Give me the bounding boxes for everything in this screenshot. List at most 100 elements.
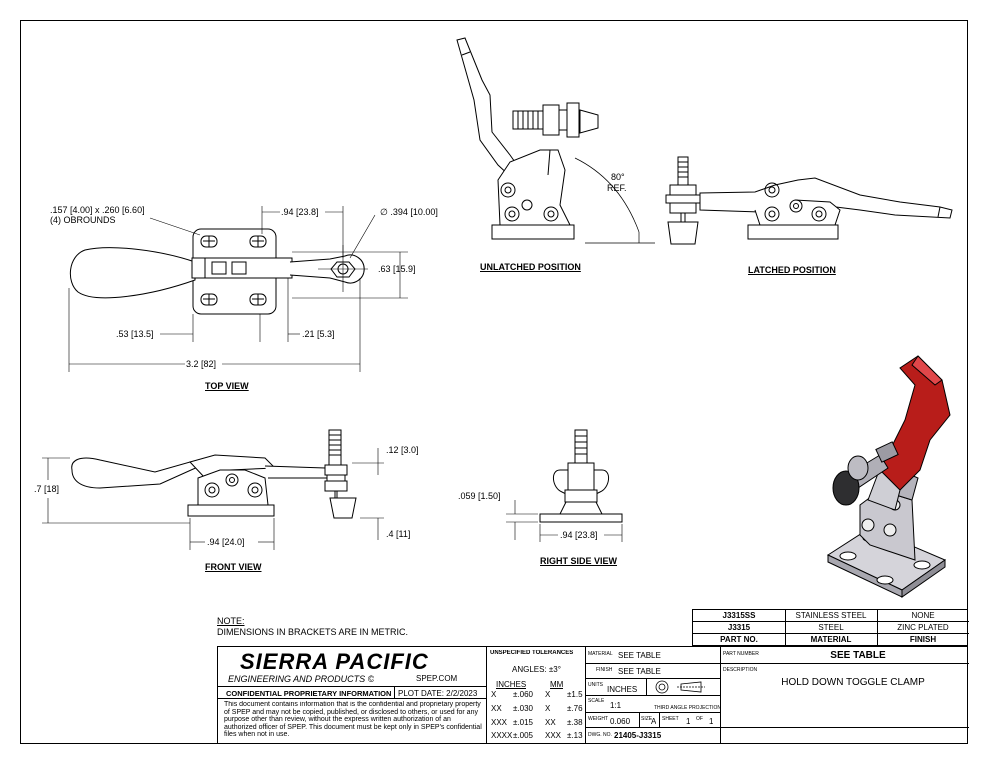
tol-row-1: X ±.060 X ±1.5: [491, 690, 583, 699]
company-website: SPEP.COM: [416, 674, 458, 683]
top-view-drawing: [69, 228, 365, 315]
part-row-1-material: STAINLESS STEEL: [795, 611, 867, 620]
projection-symbol-icon: [653, 679, 713, 695]
tol-1-mmval: ±1.5: [567, 690, 583, 699]
scale-label: SCALE: [588, 698, 605, 704]
dim-side-059: .059 [1.50]: [458, 491, 501, 501]
dim-angle: 80°: [611, 172, 625, 182]
tol-2-in: XX: [491, 704, 502, 713]
tol-2-mm: X: [545, 704, 551, 713]
dim-front-94: .94 [24.0]: [207, 537, 245, 547]
tol-row-2: XX ±.030 X ±.76: [491, 704, 583, 713]
description-label: DESCRIPTION: [723, 667, 758, 673]
dim-angle-ref: REF.: [607, 183, 627, 193]
size-label: SIZE: [641, 716, 653, 722]
tol-1-inval: ±.060: [513, 690, 533, 699]
sheet-label: SHEET: [662, 716, 679, 722]
part-header-part: PART NO.: [720, 635, 758, 644]
dim-top-32: 3.2 [82]: [186, 359, 217, 369]
of-label: OF: [696, 716, 703, 722]
tol-4-in: XXXX: [491, 731, 513, 740]
dim-front-12: .12 [3.0]: [386, 445, 419, 455]
dim-front-7: .7 [18]: [34, 484, 60, 494]
plot-date: PLOT DATE: 2/2/2023: [398, 689, 477, 698]
confidential-label: CONFIDENTIAL PROPRIETARY INFORMATION: [226, 689, 392, 698]
tol-row-4: XXXX±.005 XXX ±.13: [491, 731, 583, 740]
material-value: SEE TABLE: [618, 651, 661, 660]
part-number-label: PART NUMBER: [723, 651, 759, 657]
tol-1-mm: X: [545, 690, 551, 699]
finish-value: SEE TABLE: [618, 667, 661, 676]
tolerance-mm-header: MM: [550, 680, 564, 689]
right-side-view-drawing: [539, 429, 623, 523]
tol-2-mmval: ±.76: [567, 704, 583, 713]
scale-value: 1:1: [610, 701, 622, 710]
tol-1-in: X: [491, 690, 497, 699]
tol-3-inval: ±.015: [513, 718, 533, 727]
dwg-label: DWG. NO.: [588, 732, 612, 738]
latched-view-drawing: [665, 156, 953, 245]
dim-top-94: .94 [23.8]: [281, 207, 319, 217]
part-number-value: SEE TABLE: [830, 650, 886, 661]
tol-4-inval: ±.005: [513, 731, 533, 740]
part-row-1-part: J3315SS: [722, 611, 756, 620]
latched-title: LATCHED POSITION: [748, 265, 836, 275]
disclaimer: This document contains information that …: [224, 701, 482, 738]
dim-obround-size: .157 [4.00] x .260 [6.60]: [50, 205, 145, 215]
weight-value: 0.060: [610, 717, 631, 726]
dim-front-4: .4 [11]: [386, 529, 411, 539]
dimension-lines: [42, 206, 623, 550]
finish-label: FINISH: [596, 667, 613, 673]
size-value: A: [651, 717, 657, 726]
note-text: DIMENSIONS IN BRACKETS ARE IN METRIC.: [217, 627, 409, 637]
tolerance-angles: ANGLES: ±3°: [512, 665, 561, 674]
dim-top-63: .63 [15.9]: [378, 264, 416, 274]
title-block: SIERRA PACIFIC ENGINEERING AND PRODUCTS …: [217, 646, 969, 744]
tol-3-in: XXX: [491, 718, 508, 727]
units-value: INCHES: [607, 685, 638, 694]
description-value: HOLD DOWN TOGGLE CLAMP: [781, 677, 925, 688]
dim-obround-count: (4) OBROUNDS: [50, 215, 116, 225]
tol-4-mm: XXX: [545, 731, 562, 740]
plot-date-label: PLOT DATE:: [398, 689, 444, 698]
dim-top-21: .21 [5.3]: [302, 329, 335, 339]
part-row-2-part: J3315: [727, 623, 751, 632]
tol-2-inval: ±.030: [513, 704, 533, 713]
front-view-title: FRONT VIEW: [205, 562, 262, 572]
unlatched-view-drawing: [456, 37, 599, 240]
front-view-drawing: [71, 429, 357, 519]
dim-side-94: .94 [23.8]: [560, 530, 598, 540]
isometric-render: [826, 355, 951, 598]
tolerance-inches-header: INCHES: [496, 680, 527, 689]
part-row-2-material: STEEL: [818, 623, 844, 632]
tol-row-3: XXX ±.015 XX ±.38: [491, 718, 583, 727]
material-label: MATERIAL: [588, 651, 613, 657]
company-name: SIERRA PACIFIC: [240, 649, 429, 674]
company-subtitle: ENGINEERING AND PRODUCTS ©: [228, 674, 374, 684]
part-row-2-finish: ZINC PLATED: [897, 623, 949, 632]
tol-3-mmval: ±.38: [567, 718, 583, 727]
company-subtitle-text: ENGINEERING AND PRODUCTS: [228, 674, 366, 684]
tolerance-title: UNSPECIFIED TOLERANCES: [490, 650, 574, 656]
dim-hole-diameter: ∅ .394 [10.00]: [380, 207, 438, 217]
right-side-view-title: RIGHT SIDE VIEW: [540, 556, 618, 566]
units-label: UNITS: [588, 682, 603, 688]
sheet-total: 1: [709, 717, 714, 726]
note-title: NOTE:: [217, 616, 245, 626]
part-header-finish: FINISH: [909, 635, 937, 644]
top-view-title: TOP VIEW: [205, 381, 249, 391]
weight-label: WEIGHT: [588, 716, 608, 722]
unlatched-title: UNLATCHED POSITION: [480, 262, 581, 272]
projection-label: THIRD ANGLE PROJECTION: [654, 705, 721, 711]
dwg-number: 21405-J3315: [614, 731, 662, 740]
plot-date-value: 2/2/2023: [446, 689, 478, 698]
tol-3-mm: XX: [545, 718, 556, 727]
part-row-1-finish: NONE: [911, 611, 935, 620]
copyright-mark: ©: [367, 674, 375, 684]
dim-top-53: .53 [13.5]: [116, 329, 154, 339]
tol-4-mmval: ±.13: [567, 731, 583, 740]
part-table: J3315SS STAINLESS STEEL NONE J3315 STEEL…: [692, 609, 969, 646]
part-header-material: MATERIAL: [810, 635, 852, 644]
sheet-value: 1: [686, 717, 691, 726]
